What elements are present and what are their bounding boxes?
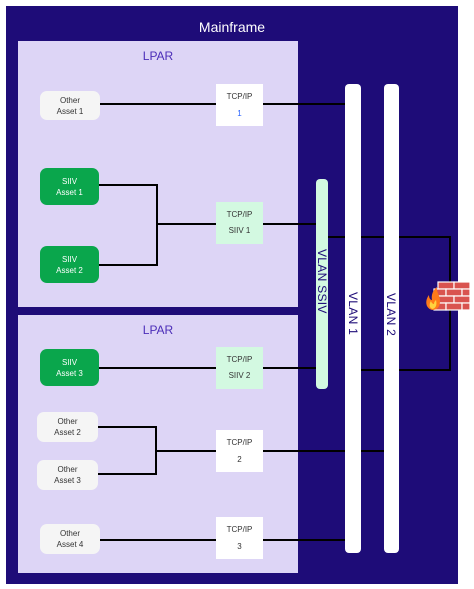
siiv-asset-1-line1: SIIV: [61, 176, 78, 186]
tcpip-3[interactable]: TCP/IP 3: [216, 517, 263, 559]
lpar-bottom-title: LPAR: [142, 323, 174, 337]
siiv-asset-1-line2: Asset 1: [56, 187, 83, 197]
firewall-graphic: [426, 281, 471, 311]
other-asset-3[interactable]: Other Asset 3: [37, 460, 98, 490]
lpar-top-title: LPAR: [142, 49, 174, 63]
firewall-icon[interactable]: [424, 280, 472, 312]
link-firewall-vlan1: [361, 308, 451, 371]
tcpip-2-id: 2: [237, 454, 242, 464]
tcpip-siiv-2-id: SIIV 2: [228, 371, 251, 380]
other-asset-1-line2: Asset 1: [56, 106, 84, 116]
tcpip-1-label: TCP/IP: [226, 91, 253, 101]
link-vlan-ssiv-firewall: [328, 236, 451, 282]
siiv-asset-3[interactable]: SIIV Asset 3: [40, 349, 99, 386]
siiv-asset-2-line2: Asset 2: [56, 265, 83, 275]
vlan2-label: VLAN 2: [384, 293, 398, 337]
tcpip-2[interactable]: TCP/IP 2: [216, 430, 263, 472]
other-asset-2[interactable]: Other Asset 2: [37, 412, 98, 442]
other-asset-4-line1: Other: [59, 529, 80, 538]
other-asset-3-line1: Other: [57, 465, 78, 474]
tcpip-siiv-1[interactable]: TCP/IP SIIV 1: [216, 202, 263, 244]
other-asset-2-line2: Asset 2: [54, 428, 81, 437]
tcpip-siiv-2[interactable]: TCP/IP SIIV 2: [216, 347, 263, 389]
tcpip-siiv-1-id: SIIV 1: [228, 226, 251, 235]
tcpip-siiv-2-label: TCP/IP: [226, 355, 253, 364]
other-asset-2-line1: Other: [57, 417, 78, 426]
tcpip-3-id: 3: [237, 541, 242, 551]
vlan-ssiv-label: VLAN SSIV: [315, 249, 329, 314]
tcpip-1[interactable]: TCP/IP 1: [216, 84, 263, 126]
tcpip-1-id: 1: [237, 108, 242, 118]
other-asset-1-line1: Other: [59, 95, 80, 105]
vlan1-label: VLAN 1: [346, 292, 360, 336]
siiv-asset-2-line1: SIIV: [61, 254, 78, 264]
other-asset-4-line2: Asset 4: [56, 540, 84, 549]
other-asset-1[interactable]: Other Asset 1: [40, 91, 100, 120]
other-asset-3-line2: Asset 3: [54, 476, 81, 485]
other-asset-4[interactable]: Other Asset 4: [40, 524, 100, 554]
siiv-asset-3-line1: SIIV: [61, 357, 78, 367]
tcpip-2-label: TCP/IP: [226, 437, 253, 447]
vlan1-pipe: VLAN 1: [345, 84, 361, 553]
vlan2-pipe: VLAN 2: [384, 84, 399, 553]
mainframe-title: Mainframe: [198, 19, 266, 35]
siiv-asset-1[interactable]: SIIV Asset 1: [40, 168, 99, 205]
link-siiv1-siiv2-bracket: [99, 184, 158, 266]
siiv-asset-3-line2: Asset 3: [56, 368, 83, 378]
link-other2-other3-bracket: [98, 426, 157, 475]
vlan-ssiv-pipe: VLAN SSIV: [315, 179, 329, 389]
siiv-asset-2[interactable]: SIIV Asset 2: [40, 246, 99, 283]
tcpip-siiv-1-label: TCP/IP: [226, 210, 253, 219]
tcpip-3-label: TCP/IP: [226, 524, 253, 534]
